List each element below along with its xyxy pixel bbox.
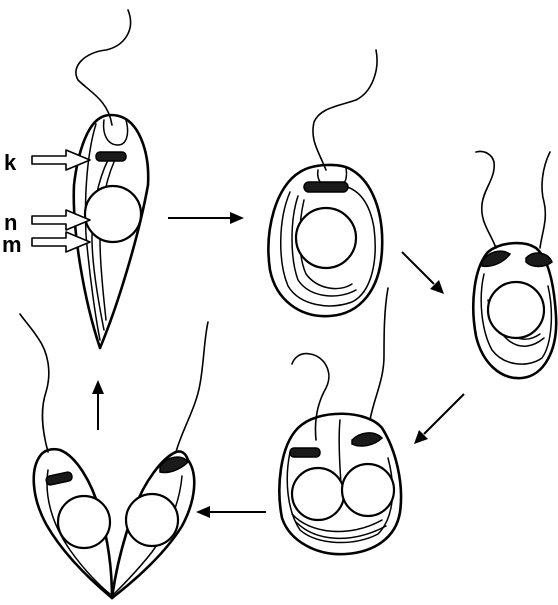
arrow-left <box>196 506 266 518</box>
kinetoplast-left <box>290 448 320 457</box>
flagellum <box>76 10 131 125</box>
flagellum-right <box>540 152 550 248</box>
arrow-down-right <box>402 252 444 294</box>
kinetoplast <box>96 152 126 161</box>
nucleus-left <box>292 468 344 520</box>
label-m: m <box>2 232 90 257</box>
label-m-pointer <box>32 232 90 252</box>
cell-stage-5 <box>20 314 208 598</box>
arrow-down-left <box>414 394 464 444</box>
kinetoplast-right <box>352 433 382 446</box>
kinetoplast <box>304 182 348 192</box>
flagellum-left <box>476 151 496 248</box>
flagellum-right <box>176 322 208 452</box>
label-k-text: k <box>4 150 17 175</box>
cell-stage-1 <box>74 10 148 348</box>
flagellum-left <box>20 314 49 452</box>
nucleus-right <box>126 494 178 546</box>
nucleus-right <box>342 464 394 516</box>
nucleus <box>85 186 141 242</box>
flagellum <box>313 50 377 170</box>
flagellum-right <box>370 288 388 420</box>
arrow-up <box>92 380 104 430</box>
kinetoplast-right <box>526 253 552 266</box>
cell-stage-3 <box>473 151 556 378</box>
cell-stage-4 <box>279 288 401 554</box>
cell-stage-2 <box>268 50 382 316</box>
label-m-text: m <box>2 232 22 257</box>
nucleus-left <box>58 496 110 548</box>
flagellar-pocket <box>104 120 128 145</box>
nucleus <box>296 208 356 268</box>
kinetoplast-left <box>45 471 72 485</box>
nucleus <box>488 282 544 338</box>
label-n-pointer <box>32 210 90 230</box>
arrow-right <box>168 212 244 224</box>
